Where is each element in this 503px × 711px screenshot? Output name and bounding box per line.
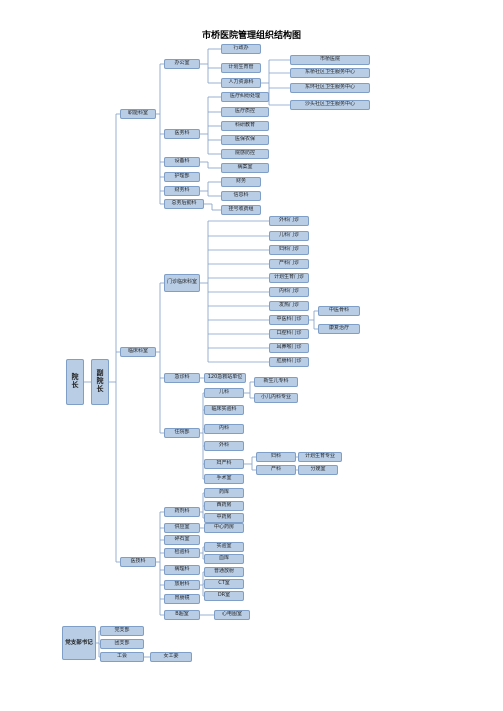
node-kangfu: 康复治疗 (318, 324, 360, 334)
node-jizhen: 急诊科 (164, 373, 200, 383)
node-shiyanshi: 实验室 (204, 542, 244, 552)
node-dr: DR室 (204, 591, 244, 601)
node-zhineng: 职能科室 (120, 109, 156, 119)
node-gongyingshi: 供应室 (164, 523, 200, 533)
node-yiji: 医技科 (120, 557, 156, 567)
node-xiyaofang: 西药房 (204, 501, 244, 511)
node-fuke-mz: 妇科门诊 (269, 245, 309, 255)
node-fuke: 妇科 (256, 452, 296, 462)
node-xueku: 血库 (204, 554, 244, 564)
node-yaoku: 药库 (204, 488, 244, 498)
node-guahao: 挂号收费组 (221, 205, 261, 215)
node-yiliaozhiliang: 医疗质控 (221, 107, 269, 117)
node-shatou: 沙头社区卫生服务中心 (290, 100, 370, 110)
node-neike: 内科 (204, 424, 244, 434)
node-waike-mz: 外科门诊 (269, 216, 309, 226)
node-xindian: 心电图室 (214, 610, 250, 620)
node-waike: 外科 (204, 441, 244, 451)
node-menzhen: 门诊临床科室 (164, 274, 200, 292)
node-caiwu: 财务科 (164, 186, 200, 196)
node-donghuan: 东环社区卫生服务中心 (290, 83, 370, 93)
node-xingzhengban: 行政办 (221, 44, 261, 54)
node-yaojike: 药剂科 (164, 507, 200, 517)
node-chanke-mz: 产科门诊 (269, 259, 309, 269)
node-yiliao: 临床科室 (120, 347, 156, 357)
node-hulibu: 护理部 (164, 172, 200, 182)
node-yibao: 医保农保 (221, 135, 269, 145)
node-ganchang-mz: 肛肠科门诊 (269, 357, 309, 367)
node-jihuashengyu: 计划生育专业 (298, 452, 342, 462)
node-xinxi: 信息科 (221, 191, 261, 201)
node-caiwu2: 财务 (221, 177, 261, 187)
node-jianyanke: 检验科 (164, 548, 200, 558)
node-fuyuanzhang: 副院长 (91, 359, 109, 405)
node-gonghui: 工会 (100, 652, 144, 662)
node-erke-mz: 儿科门诊 (269, 231, 309, 241)
node-erke: 儿科 (204, 388, 244, 398)
node-xinshenger: 新生儿专科 (254, 377, 298, 387)
node-jishishi: 碎石室 (164, 535, 200, 545)
node-dongqiao: 东桥社区卫生服务中心 (290, 68, 370, 78)
node-weijing: 胃肠镜 (164, 594, 200, 604)
node-fuchanke: 妇产科 (204, 459, 244, 469)
node-zhongyaofang: 中药房 (204, 513, 244, 523)
node-kouqiang-mz: 口腔科门诊 (269, 329, 309, 339)
node-tuanzhibu: 团支部 (100, 639, 144, 649)
node-zhongyi-mz: 中医科门诊 (269, 315, 309, 325)
node-bangongshi: 办公室 (164, 59, 200, 69)
node-zhongxinyaofang: 中心药房 (204, 523, 244, 533)
node-kejiao: 科研教育 (221, 121, 269, 131)
node-ct: CT室 (204, 579, 244, 589)
node-bingan: 病案室 (221, 163, 269, 173)
node-fangshe: 放射科 (164, 580, 200, 590)
node-binglike: 病理科 (164, 565, 200, 575)
node-zhuyuanbu: 住院部 (164, 428, 200, 438)
chart-title: 市桥医院管理组织结构图 (201, 31, 301, 41)
node-erbihou-mz: 耳鼻喉门诊 (269, 343, 309, 353)
node-yiliaojiufen: 医疗纠纷处理 (221, 92, 269, 102)
node-dangzhibu: 党支部书记 (62, 626, 96, 660)
node-bchao: B超室 (164, 610, 200, 620)
node-neike-mz: 内科门诊 (269, 287, 309, 297)
node-fenmianshi: 分娩室 (298, 465, 338, 475)
node-shebei: 设备科 (164, 157, 200, 167)
node-zhongyi-gushang: 中医骨科 (318, 306, 360, 316)
node-putong: 普通放射 (204, 567, 244, 577)
node-linchuang: 临床实验科 (204, 405, 244, 415)
node-ganran: 院感防控 (221, 149, 269, 159)
node-jihua: 计划生育管 (221, 63, 261, 73)
node-jizhen120: 120急救站单位 (204, 373, 246, 383)
node-fare-mz: 发热门诊 (269, 301, 309, 311)
node-yiwuke: 医务科 (164, 129, 200, 139)
node-zongwu: 总务后勤科 (164, 199, 204, 209)
node-xiaoer: 小儿内科专业 (254, 393, 298, 403)
node-dangzhi: 党支部 (100, 626, 144, 636)
node-chanke: 产科 (256, 465, 296, 475)
node-shoushushi: 手术室 (204, 474, 244, 484)
node-yuanzhang: 院长 (66, 359, 84, 405)
node-shiqiao: 市桥医院 (290, 55, 370, 65)
node-renli: 人力资源科 (221, 78, 261, 88)
node-nvgongwei: 女工委 (150, 652, 192, 662)
node-jisheng-mz: 计划生育门诊 (269, 273, 309, 283)
